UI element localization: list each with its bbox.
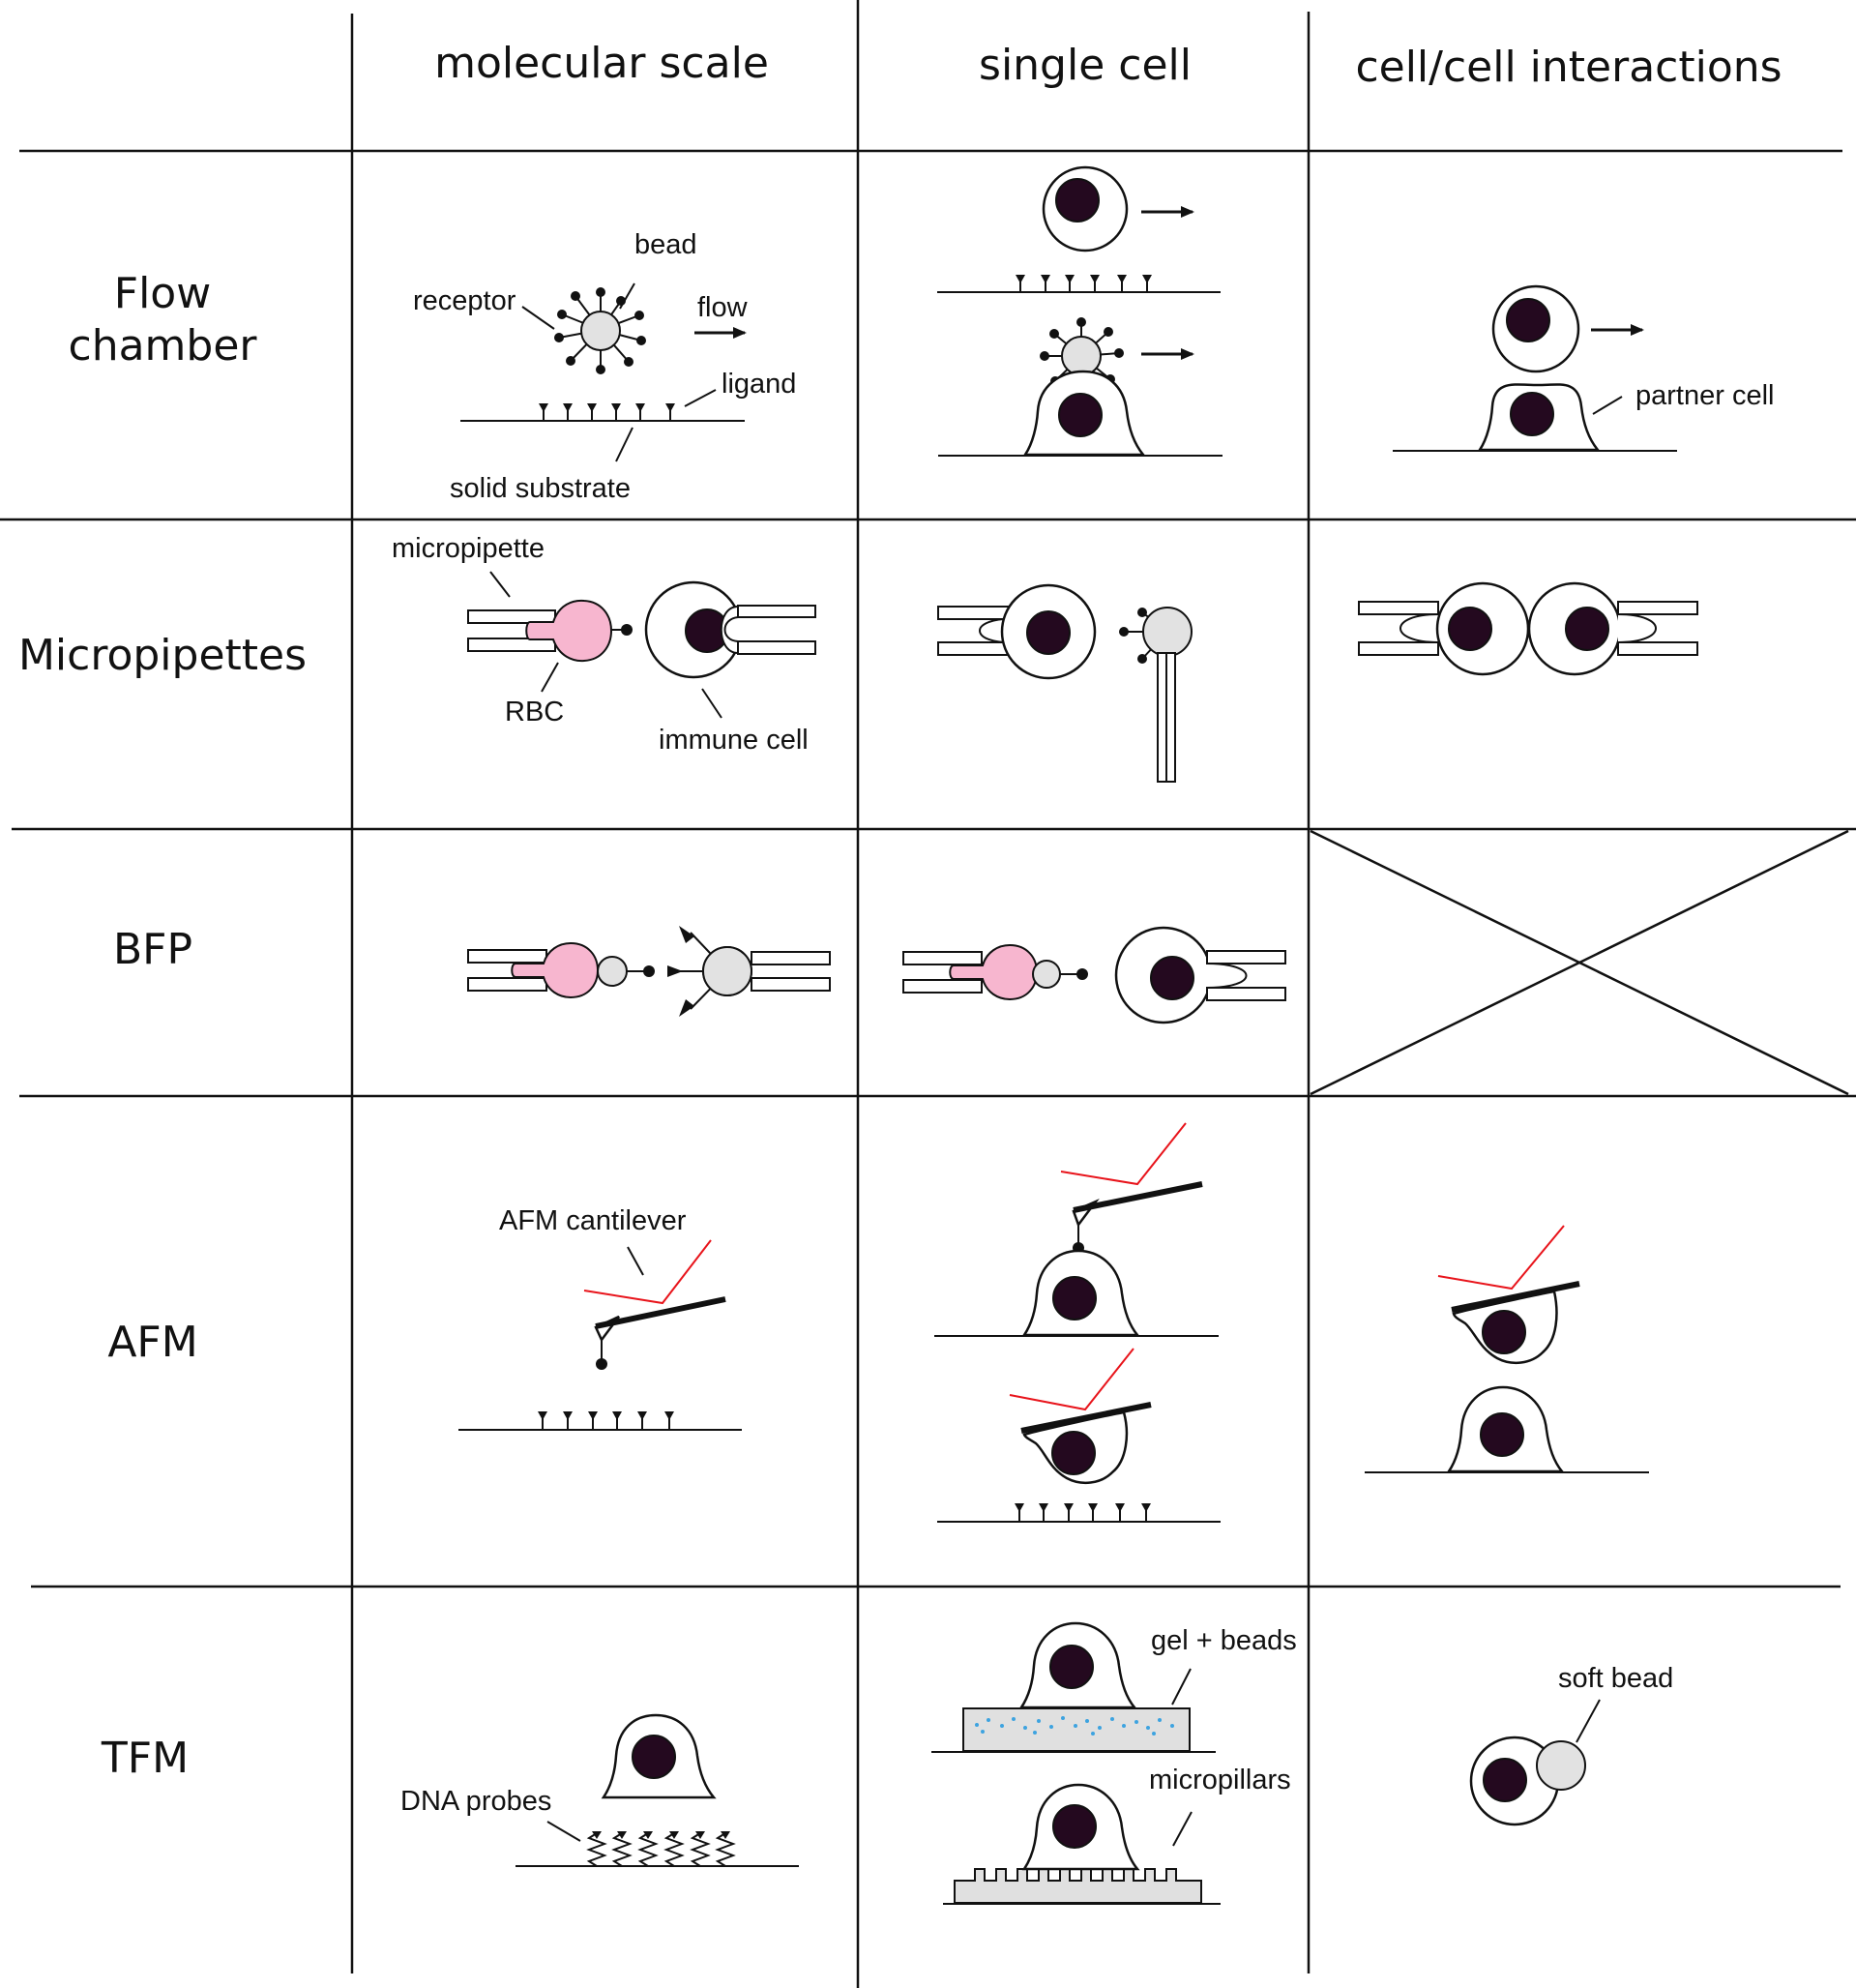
row-label-chamber: chamber <box>69 321 258 371</box>
flow-molecular: bead receptor flow ligand solid substrat… <box>413 229 796 504</box>
label-receptor: receptor <box>413 285 516 316</box>
label-micropipette: micropipette <box>392 533 545 564</box>
bfp-molecular <box>467 926 831 1017</box>
afm-cellcell <box>1365 1225 1649 1473</box>
afm-molecular: AFM cantilever <box>458 1205 742 1431</box>
bead-icon <box>580 311 621 351</box>
tfm-cellcell: soft bead <box>1469 1663 1673 1826</box>
label-partner-cell: partner cell <box>1635 380 1774 411</box>
row-label-afm: AFM <box>107 1318 197 1367</box>
bfp-single <box>902 926 1286 1024</box>
dna-probe-springs <box>588 1830 734 1867</box>
micropipettes-single <box>937 583 1193 783</box>
flow-cellcell: partner cell <box>1393 284 1774 452</box>
label-bead: bead <box>634 229 697 260</box>
tfm-single: gel + beads micropillars <box>931 1621 1297 1905</box>
label-solid-substrate: solid substrate <box>450 473 631 504</box>
soft-bead-icon <box>1536 1740 1586 1791</box>
row-label-micropipettes: Micropipettes <box>18 631 307 680</box>
column-header-single: single cell <box>979 41 1192 90</box>
label-rbc: RBC <box>505 697 564 727</box>
label-soft-bead: soft bead <box>1558 1663 1673 1694</box>
flow-single <box>937 165 1223 457</box>
column-header-molecular: molecular scale <box>434 39 769 88</box>
micropipettes-cellcell <box>1358 581 1698 676</box>
label-flow: flow <box>697 292 749 323</box>
tfm-molecular: DNA probes <box>400 1713 799 1867</box>
gel-beads-dots <box>975 1716 1174 1736</box>
micropipettes-molecular: micropipette RBC immune cell <box>392 533 816 756</box>
label-micropillars: micropillars <box>1149 1765 1291 1795</box>
column-header-cellcell: cell/cell interactions <box>1355 43 1782 92</box>
row-label-bfp: BFP <box>113 925 192 974</box>
label-dna-probes: DNA probes <box>400 1786 551 1817</box>
label-ligand: ligand <box>722 369 796 400</box>
label-afm-cantilever: AFM cantilever <box>499 1205 687 1236</box>
label-immune-cell: immune cell <box>659 725 809 756</box>
row-label-flow: Flow <box>114 269 211 318</box>
afm-single <box>934 1122 1221 1523</box>
label-gel-beads: gel + beads <box>1151 1625 1297 1656</box>
row-label-tfm: TFM <box>101 1734 189 1783</box>
